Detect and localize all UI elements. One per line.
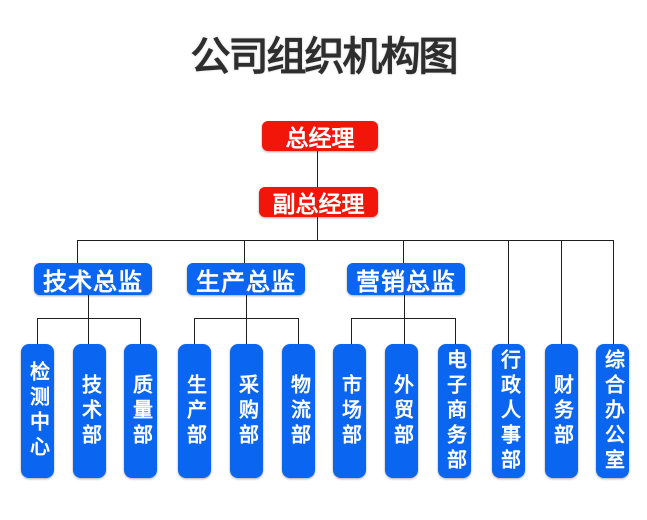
node-dept-technology: 技术部 bbox=[73, 344, 106, 478]
connector-line bbox=[298, 318, 300, 344]
node-label: 总经理 bbox=[285, 125, 355, 151]
node-dept-production: 生产部 bbox=[178, 344, 211, 478]
connector-line bbox=[351, 318, 353, 344]
node-label: 市场部 bbox=[338, 373, 361, 449]
node-deputy-general-manager: 副总经理 bbox=[259, 187, 378, 217]
connector-line bbox=[140, 318, 142, 344]
connector-line bbox=[403, 240, 405, 263]
connector-line bbox=[351, 318, 456, 320]
node-director-technology: 技术总监 bbox=[34, 263, 152, 296]
node-director-marketing: 营销总监 bbox=[347, 263, 465, 296]
node-label: 生产部 bbox=[183, 373, 206, 449]
node-dept-foreign-trade: 外贸部 bbox=[385, 344, 418, 478]
connector-line bbox=[77, 240, 79, 263]
connector-line bbox=[508, 240, 510, 344]
node-label: 技术部 bbox=[78, 373, 101, 449]
node-label: 营销总监 bbox=[356, 268, 456, 296]
node-dept-admin-hr: 行政人事部 bbox=[492, 344, 525, 478]
node-label: 技术总监 bbox=[43, 268, 143, 296]
node-general-manager: 总经理 bbox=[262, 121, 378, 151]
node-dept-purchasing: 采购部 bbox=[230, 344, 263, 478]
page-title: 公司组织机构图 bbox=[190, 35, 459, 79]
node-label: 副总经理 bbox=[272, 191, 365, 217]
node-label: 财务部 bbox=[550, 373, 573, 449]
connector-line bbox=[88, 295, 90, 344]
node-dept-finance: 财务部 bbox=[545, 344, 578, 478]
node-label: 生产总监 bbox=[196, 268, 296, 296]
node-dept-market: 市场部 bbox=[333, 344, 366, 478]
node-director-production: 生产总监 bbox=[187, 263, 305, 296]
node-dept-quality: 质量部 bbox=[124, 344, 157, 478]
connector-line bbox=[244, 240, 246, 263]
connector-line bbox=[404, 295, 406, 344]
node-label: 外贸部 bbox=[390, 373, 413, 449]
connector-line bbox=[77, 240, 614, 242]
node-label: 行政人事部 bbox=[497, 348, 520, 474]
node-dept-general-office: 综合办公室 bbox=[596, 344, 629, 478]
node-label: 采购部 bbox=[235, 373, 258, 449]
node-label: 物流部 bbox=[287, 373, 310, 449]
node-label: 质量部 bbox=[129, 373, 152, 449]
node-label: 综合办公室 bbox=[601, 348, 624, 474]
node-label: 电子商务部 bbox=[443, 348, 466, 474]
connector-line bbox=[317, 151, 319, 187]
connector-line bbox=[317, 217, 319, 240]
connector-line bbox=[561, 240, 563, 344]
connector-line bbox=[246, 295, 248, 344]
connector-line bbox=[37, 318, 39, 344]
connector-line bbox=[37, 318, 141, 320]
node-dept-logistics: 物流部 bbox=[282, 344, 315, 478]
node-dept-ecommerce: 电子商务部 bbox=[438, 344, 471, 478]
connector-line bbox=[455, 318, 457, 344]
node-label: 检测中心 bbox=[26, 361, 49, 461]
node-dept-testing-center: 检测中心 bbox=[21, 344, 54, 478]
connector-line bbox=[613, 240, 615, 344]
connector-line bbox=[194, 318, 299, 320]
connector-line bbox=[194, 318, 196, 344]
